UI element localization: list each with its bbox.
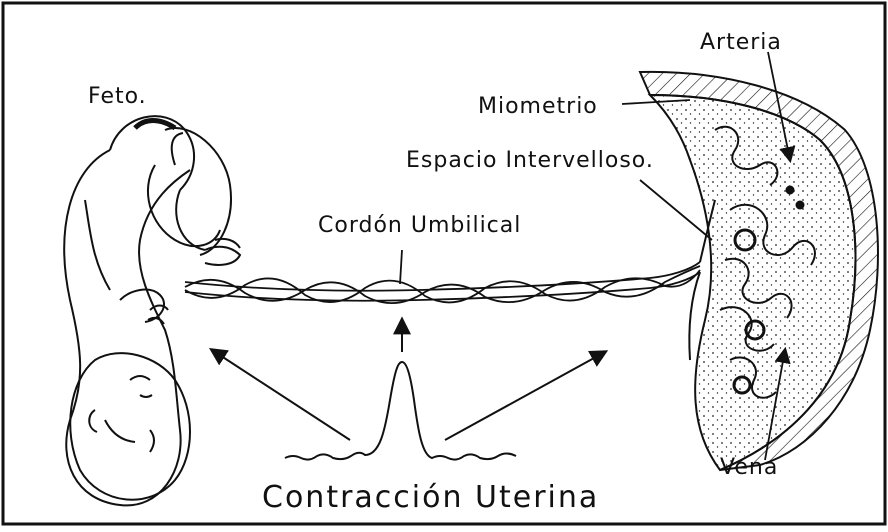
- contraction-curve: [285, 362, 516, 460]
- label-espacio-intervelloso: Espacio Intervelloso.: [406, 148, 654, 173]
- label-vena: Vena: [720, 455, 778, 480]
- arrow-to-fetus: [212, 350, 350, 440]
- label-miometrio: Miometrio: [478, 94, 598, 119]
- umbilical-cord: [185, 262, 700, 303]
- label-cordon-umbilical: Cordón Umbilical: [318, 213, 521, 238]
- label-arteria: Arteria: [700, 30, 782, 55]
- label-feto: Feto.: [88, 84, 147, 109]
- contraction-arrows: [212, 320, 605, 440]
- contraction-graph: [285, 362, 516, 460]
- placenta-section: [640, 72, 878, 470]
- label-contraccion-uterina: Contracción Uterina: [262, 480, 599, 515]
- arrow-to-placenta: [445, 352, 605, 440]
- fetus-illustration: [64, 116, 240, 505]
